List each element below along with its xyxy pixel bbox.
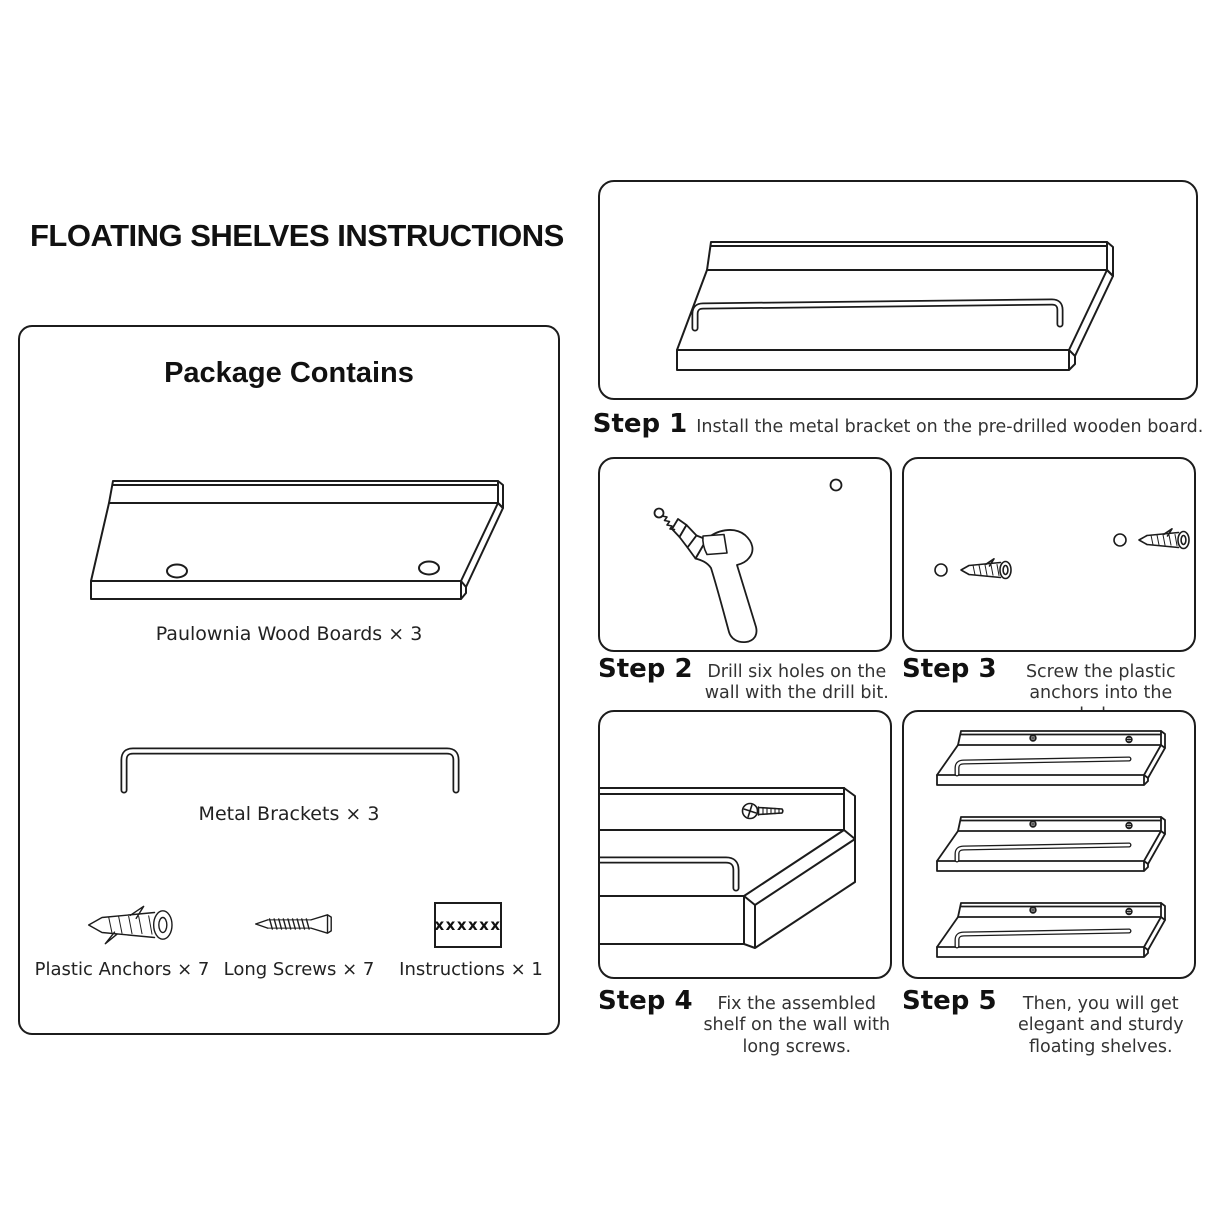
step2-label: Step 2 [598, 654, 693, 684]
step4-figure-panel [598, 710, 892, 979]
floating-shelf-2 [937, 817, 1165, 871]
long-screws-label: Long Screws × 7 [223, 959, 375, 980]
drill-bit [662, 516, 675, 530]
floating-shelf-3 [937, 903, 1165, 957]
shelf-closeup-with-screw-illustration [600, 712, 890, 977]
step3-label: Step 3 [902, 654, 997, 684]
anchors-in-wall-illustration [904, 459, 1194, 650]
board-hole-right [419, 562, 439, 575]
step2-figure-panel [598, 457, 892, 652]
wood-board-illustration [77, 475, 517, 615]
step4-label: Step 4 [598, 986, 693, 1016]
bracket-on-board [695, 302, 1060, 328]
drill-illustration [600, 459, 890, 650]
step1-figure-panel [598, 180, 1198, 400]
hole-and-anchor-right [1114, 529, 1189, 549]
wood-boards-label: Paulownia Wood Boards × 3 [155, 623, 423, 645]
board-hole-left [167, 565, 187, 578]
metal-brackets-label: Metal Brackets × 3 [198, 803, 380, 825]
bracket-on-board [600, 860, 736, 888]
step5-label: Step 5 [902, 986, 997, 1016]
instructions-icon: xxxxxx [434, 902, 502, 948]
step1-text: Install the metal bracket on the pre-dri… [696, 417, 1204, 437]
step1-label: Step 1 [592, 409, 688, 439]
step2-caption: Step 2 Drill six holes on the wall with … [598, 654, 892, 705]
step5-caption: Step 5 Then, you will get elegant and st… [902, 986, 1196, 1058]
instructions-placeholder-text: xxxxxx [434, 916, 502, 934]
wall-hole-icon [831, 480, 842, 491]
step4-caption: Step 4 Fix the assembled shelf on the wa… [598, 986, 892, 1058]
shelf-with-bracket-illustration [665, 234, 1135, 384]
step2-text: Drill six holes on the wall with the dri… [704, 662, 889, 704]
step5-text: Then, you will get elegant and sturdy fl… [1017, 994, 1184, 1057]
package-contains-panel: Package Contains Paulownia Wood Boards ×… [18, 325, 560, 1035]
plastic-anchor-icon [77, 905, 177, 945]
long-screw-in-rail [742, 803, 782, 818]
floating-shelf-1 [937, 731, 1165, 785]
hole-and-anchor-left [935, 559, 1011, 579]
package-contains-heading: Package Contains [164, 357, 414, 389]
page-title: FLOATING SHELVES INSTRUCTIONS [30, 218, 564, 253]
step1-caption: Step 1 Install the metal bracket on the … [593, 410, 1204, 438]
instructions-label: Instructions × 1 [399, 959, 543, 980]
plastic-anchors-label: Plastic Anchors × 7 [34, 959, 210, 980]
metal-bracket-illustration [115, 742, 465, 794]
long-screw-icon [253, 912, 345, 936]
three-floating-shelves-illustration [904, 712, 1194, 977]
step5-figure-panel [902, 710, 1196, 979]
step4-text: Fix the assembled shelf on the wall with… [703, 994, 891, 1057]
drilled-hole-icon [655, 509, 664, 518]
step3-figure-panel [902, 457, 1196, 652]
